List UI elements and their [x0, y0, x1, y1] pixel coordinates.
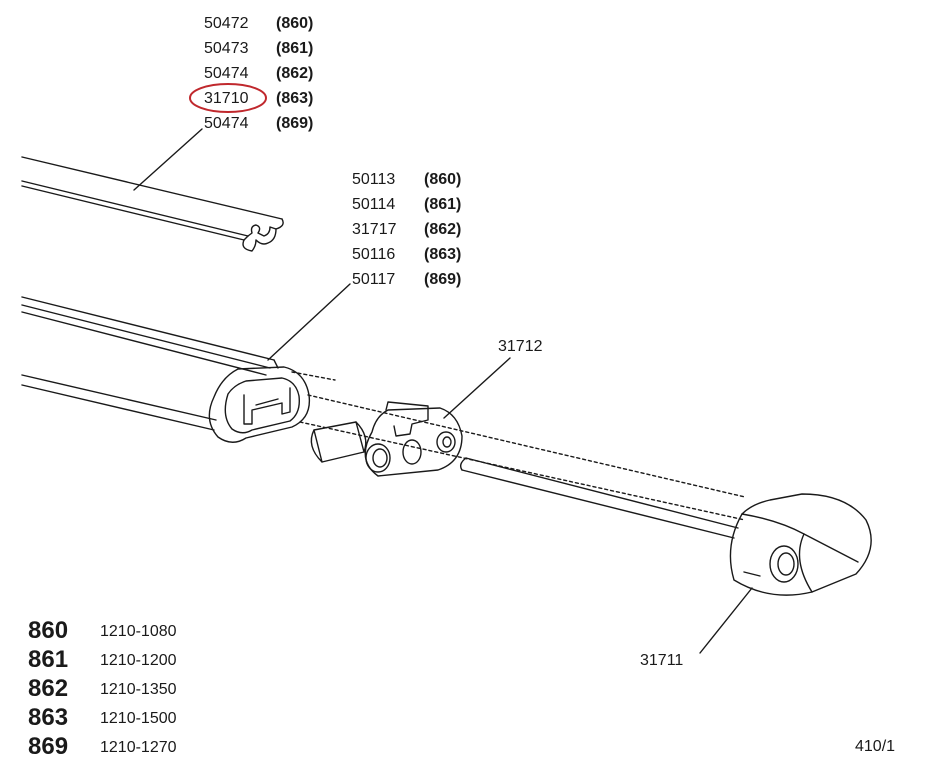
legend-model-code: 869 — [28, 733, 69, 760]
part-row: 50472 (860) — [204, 11, 313, 36]
part-group-top-strip: 50472 (860) 50473 (861) 50474 (862) 31710 (8… — [204, 11, 313, 136]
legend-row: 862 1210-1350 — [28, 674, 177, 703]
page-number: 410/1 — [855, 738, 896, 755]
part-row: 50474 (862) — [204, 61, 313, 86]
part-number: 50472 — [204, 15, 249, 32]
model-code: (862) — [424, 221, 462, 238]
part-number: 31717 — [352, 221, 397, 238]
model-length-legend: 860 1210-1080 861 1210-1200 862 1210-1350 8… — [28, 616, 177, 761]
legend-row: 863 1210-1500 — [28, 703, 177, 732]
legend-model-code: 861 — [28, 646, 69, 673]
part-number: 50117 — [352, 271, 396, 288]
bracket-drawing — [364, 401, 463, 477]
part-number: 50116 — [352, 246, 396, 263]
leader-lines — [133, 128, 753, 654]
legend-range: 1210-1200 — [100, 652, 177, 669]
rod-drawing — [459, 457, 739, 539]
model-code: (869) — [424, 271, 462, 288]
part-number: 50473 — [204, 40, 249, 57]
part-number: 50113 — [352, 171, 396, 188]
part-number: 50474 — [204, 115, 249, 132]
model-code: (861) — [424, 196, 462, 213]
highlight-ring — [189, 83, 267, 113]
model-code: (861) — [276, 40, 314, 57]
model-code: (869) — [276, 115, 314, 132]
legend-model-code: 862 — [28, 675, 69, 702]
model-code: (863) — [424, 246, 462, 263]
part-row: 31717 (862) — [352, 217, 461, 242]
part-number: 50114 — [352, 196, 396, 213]
legend-range: 1210-1080 — [100, 623, 177, 640]
part-row: 50113 (860) — [352, 167, 461, 192]
bracket-callout: 31712 — [498, 338, 543, 355]
legend-range: 1210-1270 — [100, 739, 177, 756]
legend-model-code: 860 — [28, 617, 69, 644]
model-code: (863) — [276, 90, 314, 107]
model-code: (860) — [276, 15, 314, 32]
part-row: 50474 (869) — [204, 111, 313, 136]
legend-model-code: 863 — [28, 704, 69, 731]
model-code: (862) — [276, 65, 314, 82]
rubber-strip-drawing — [21, 156, 284, 252]
part-row-highlighted: 31710 (863) — [204, 86, 313, 111]
part-group-main-bar: 50113 (860) 50114 (861) 31717 (862) 50116 (8… — [352, 167, 461, 292]
part-number: 50474 — [204, 65, 249, 82]
part-row: 50117 (869) — [352, 267, 461, 292]
part-row: 50114 (861) — [352, 192, 461, 217]
model-code: (860) — [424, 171, 462, 188]
legend-row: 869 1210-1270 — [28, 732, 177, 761]
part-number: 31710 — [204, 90, 249, 107]
part-row: 50116 (863) — [352, 242, 461, 267]
part-row: 50473 (861) — [204, 36, 313, 61]
load-bar-drawing — [21, 296, 746, 521]
end-cap-callout: 31711 — [640, 652, 684, 669]
legend-range: 1210-1350 — [100, 681, 177, 698]
slot-insert-drawing — [310, 421, 367, 463]
end-cap-drawing — [729, 493, 872, 596]
legend-row: 861 1210-1200 — [28, 645, 177, 674]
legend-row: 860 1210-1080 — [28, 616, 177, 645]
legend-range: 1210-1500 — [100, 710, 177, 727]
